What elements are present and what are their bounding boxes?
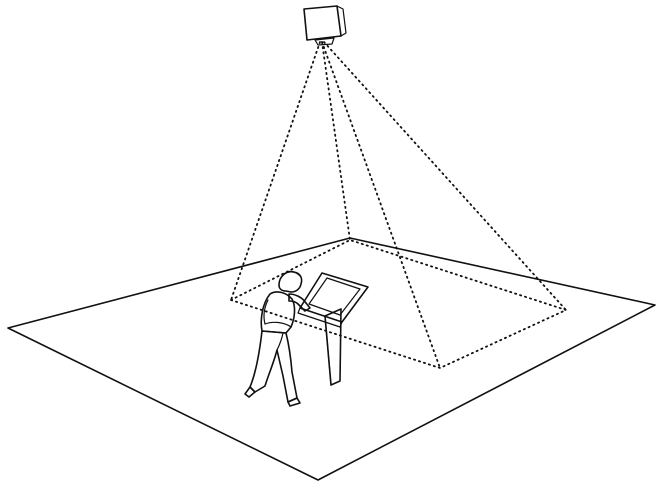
- projection-ray: [322, 42, 440, 368]
- floor-plane: [8, 238, 655, 480]
- kiosk-terminal: [298, 273, 368, 385]
- person-user-icon: [245, 272, 310, 406]
- ceiling-camera-icon: [304, 6, 346, 45]
- projection-footprint: [231, 240, 566, 368]
- projection-rays: [231, 42, 566, 368]
- projection-ray: [324, 42, 566, 310]
- projection-ray: [322, 42, 350, 240]
